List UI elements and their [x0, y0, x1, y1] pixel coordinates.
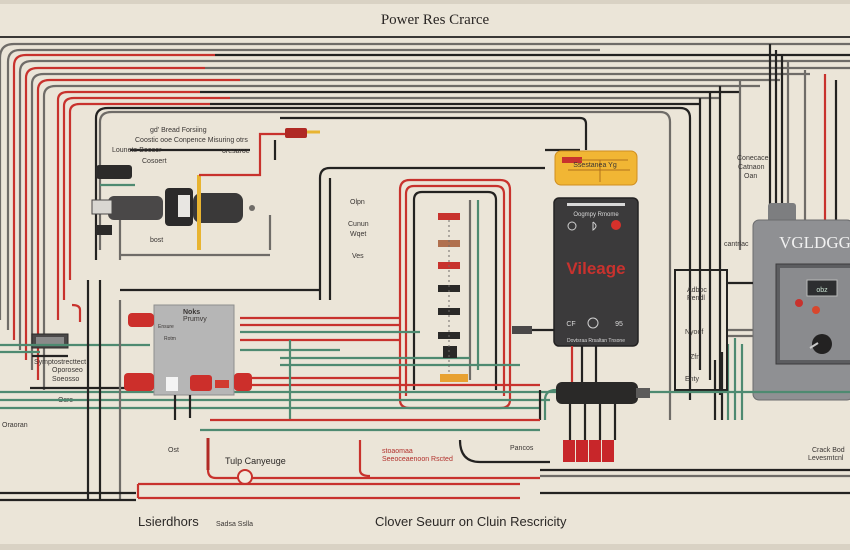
far-right-label-2: Levesmtcnl	[808, 455, 844, 462]
panel-footer: Dovtsraa Rrsaltan Tnsone	[567, 338, 625, 344]
panel-header: Oogmpy Rmome	[573, 212, 619, 218]
side-label-4: Zfn	[690, 354, 700, 361]
wire-loops-center	[280, 116, 588, 410]
probe-body	[108, 196, 163, 220]
bottom-right-small-label: Pancos	[510, 445, 534, 452]
meter-label-1: Conecace	[737, 155, 769, 162]
fuse-stack	[438, 213, 468, 382]
terminal-strip	[543, 382, 650, 462]
relay-label-1: Noks	[183, 309, 200, 316]
caption-bottom-left: Lsierdhors	[138, 514, 199, 529]
top-border	[0, 0, 850, 4]
caption-bottom-left-small: Sadsa Sslla	[216, 521, 253, 528]
panel-knob[interactable]	[587, 317, 599, 329]
mid-label-top: Olpn	[350, 199, 365, 206]
relay-label-3: Ensure	[158, 324, 174, 330]
sensor-label-2: Coostic ooe Conpence Misuring otrs	[135, 137, 248, 144]
fuse-block: Ssestanea Yg	[545, 148, 638, 186]
meter-wire-label: cantrlac	[724, 241, 749, 248]
bottom-border	[0, 544, 850, 550]
panel-right-value: 95	[615, 321, 623, 328]
side-label-frame	[674, 269, 728, 391]
meter-label-3: Oan	[744, 173, 757, 180]
relay-connector	[234, 373, 252, 391]
fuse	[440, 374, 468, 382]
bottom-loops	[0, 438, 850, 502]
fuse	[438, 213, 460, 220]
left-box-label-1: Symptostrecttect	[34, 359, 86, 366]
panel-led-icon	[611, 220, 621, 230]
fuse	[438, 285, 460, 292]
voltmeter-display: obz	[816, 287, 828, 294]
fuse	[438, 240, 460, 247]
sensor-label-3: Lounete Beosor	[112, 147, 162, 154]
relay-connector	[124, 373, 154, 391]
red-caption: Seeoceaenoon Rscted	[382, 456, 453, 463]
fuse-block-label: Ssestanea Yg	[573, 162, 617, 169]
voltmeter-brand: VGLDGG	[779, 233, 850, 252]
connector-red	[285, 128, 307, 138]
side-label-3: Nyoof	[685, 329, 703, 336]
red-caption-top: stoaomaa	[382, 448, 413, 455]
panel-indicator-icon	[567, 221, 577, 231]
control-panel: Oogmpy Rmome Vileage CF 95 Dovtsraa Rrsa…	[553, 197, 639, 385]
relay-label-2: Prumvy	[183, 316, 207, 323]
left-bottom-label-2: Oraoran	[2, 422, 28, 429]
sensor-label-right: oresaroe	[222, 148, 250, 155]
panel-brand: Vileage	[566, 259, 625, 278]
terminal-strip-body	[556, 382, 638, 404]
wire-bundle-top-left	[0, 42, 850, 420]
relay-under-label: Ost	[168, 447, 179, 454]
sensor-label-4: Cosoert	[142, 158, 167, 165]
left-box-label-2: Oporoseo	[52, 367, 83, 374]
relay-connector	[128, 313, 154, 327]
caption-bottom-center: Clover Seuurr on Cluin Rescricity	[375, 514, 567, 529]
mid-label-1: Cunun	[348, 221, 369, 228]
sensor-label-bottom: bost	[150, 237, 163, 244]
long-horizontal-wires	[0, 280, 850, 500]
side-label-1: Adboc	[687, 287, 707, 294]
left-terminal-block	[31, 303, 82, 358]
voltmeter-led-icon	[812, 306, 820, 314]
panel-diode-icon	[592, 221, 597, 231]
left-box-label-3: Soeosso	[52, 376, 79, 383]
sensor-assembly	[91, 128, 320, 260]
panel-left-value: CF	[566, 321, 575, 328]
far-right-label-1: Crack Bod	[812, 447, 845, 454]
diagram-title: Power Res Crarce	[381, 12, 490, 28]
connector-caption: Tulp Canyeuge	[225, 456, 286, 466]
sensor-label-1: gd' Bread Forsiing	[150, 127, 207, 134]
relay-box: Noks Prumvy Ensure Rotm	[124, 304, 252, 420]
mid-label-3: Ves	[352, 253, 364, 260]
relay-connector	[190, 375, 212, 391]
connector-ring	[237, 469, 253, 485]
voltmeter: VGLDGG obz	[752, 203, 850, 401]
side-label-5: Enty	[685, 376, 700, 383]
voltmeter-dial[interactable]	[812, 334, 832, 354]
side-label-2: Pendl	[687, 295, 705, 302]
fuse	[443, 346, 457, 358]
relay-label-4: Rotm	[164, 336, 176, 342]
voltmeter-led-icon	[795, 299, 803, 307]
meter-label-2: Catnaon	[738, 164, 765, 171]
mid-label-2: Wqet	[350, 231, 366, 238]
